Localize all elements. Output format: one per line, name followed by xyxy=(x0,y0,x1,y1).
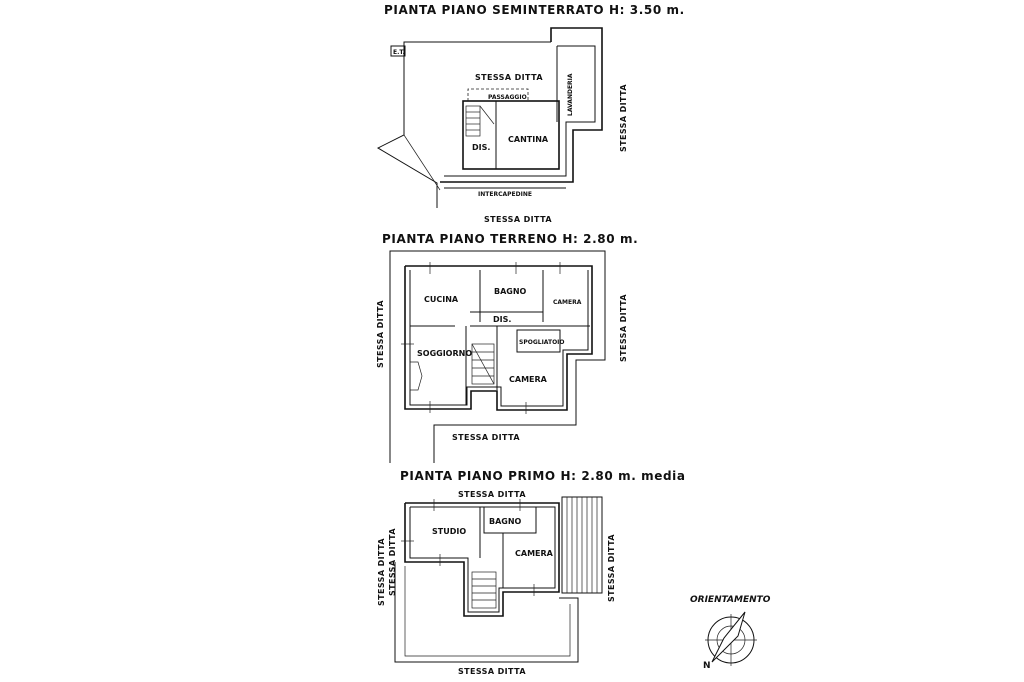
basement-passaggio-label: PASSAGGIO xyxy=(488,94,527,101)
ground-outer-walls xyxy=(404,265,593,411)
ground-soggiorno-label: SOGGIORNO xyxy=(417,349,472,358)
basement-inner-stessa-ditta: STESSA DITTA xyxy=(475,73,543,82)
basement-title: PIANTA PIANO SEMINTERRATO H: 3.50 m. xyxy=(384,3,685,17)
first-title: PIANTA PIANO PRIMO H: 2.80 m. media xyxy=(400,469,686,483)
ground-spogliatoio-box xyxy=(516,329,561,353)
ground-dis-label: DIS. xyxy=(493,315,511,324)
basement-passaggio-dash xyxy=(467,88,529,101)
compass-needle xyxy=(711,611,746,663)
basement-lavanderia-label: LAVANDERIA xyxy=(567,73,574,116)
first-plan: PIANTA PIANO PRIMO H: 2.80 m. media STES… xyxy=(377,469,686,676)
ground-right-side-label: STESSA DITTA xyxy=(619,294,628,362)
ground-camera-small-label: CAMERA xyxy=(553,299,582,306)
basement-plan: PIANTA PIANO SEMINTERRATO H: 3.50 m. E.T… xyxy=(376,3,685,224)
basement-intercapedine-label: INTERCAPEDINE xyxy=(478,191,532,198)
ground-bagno-label: BAGNO xyxy=(494,287,527,296)
ground-left-side-label: STESSA DITTA xyxy=(376,300,385,368)
ground-camera-label: CAMERA xyxy=(509,375,548,384)
ground-spogliatoio-label: SPOGLIATOIO xyxy=(519,339,565,346)
first-bagno-box xyxy=(483,506,537,534)
ground-title: PIANTA PIANO TERRENO H: 2.80 m. xyxy=(382,232,638,246)
first-camera-label: CAMERA xyxy=(515,549,554,558)
basement-bottom-side-label: STESSA DITTA xyxy=(484,215,552,224)
basement-cantina-block xyxy=(462,100,560,170)
compass-north-label: N xyxy=(703,661,711,671)
first-terrace-hatch xyxy=(561,496,603,594)
first-lower-roof xyxy=(394,562,579,663)
first-lower-roof-inner xyxy=(404,566,571,657)
basement-right-side-label: STESSA DITTA xyxy=(619,84,628,152)
orientation-label: ORIENTAMENTO xyxy=(690,595,771,605)
first-left-outer-side-label: STESSA DITTA xyxy=(377,538,386,606)
basement-stair xyxy=(465,105,495,137)
first-inner-walls xyxy=(409,506,556,613)
ground-lot-boundary xyxy=(389,250,606,463)
ground-window-ticks xyxy=(401,262,561,414)
ground-bottom-side-label: STESSA DITTA xyxy=(452,433,520,442)
basement-cantina-label: CANTINA xyxy=(508,135,549,144)
basement-et-box xyxy=(390,45,406,57)
first-bottom-side-label: STESSA DITTA xyxy=(458,667,526,676)
basement-dis-label: DIS. xyxy=(472,143,490,152)
orientation-compass: ORIENTAMENTO N xyxy=(690,595,771,671)
basement-lavanderia-inner xyxy=(444,45,596,177)
first-left-inner-side-label: STESSA DITTA xyxy=(388,528,397,596)
ground-fireplace xyxy=(409,361,423,391)
ground-cucina-label: CUCINA xyxy=(424,295,459,304)
basement-et-label: E.T. xyxy=(393,49,405,56)
basement-diagonal-inner xyxy=(403,134,441,191)
first-right-side-label: STESSA DITTA xyxy=(607,534,616,602)
first-bagno-label: BAGNO xyxy=(489,517,522,526)
ground-stair xyxy=(471,343,495,385)
basement-lot-diagonal xyxy=(376,98,438,208)
basement-lavanderia-walls xyxy=(440,27,603,183)
first-studio-label: STUDIO xyxy=(432,527,466,536)
first-stair xyxy=(471,571,497,609)
first-top-side-label: STESSA DITTA xyxy=(458,490,526,499)
ground-inner-walls xyxy=(409,270,589,407)
first-outer-walls xyxy=(404,502,560,617)
ground-plan: PIANTA PIANO TERRENO H: 2.80 m. SPOGLIAT… xyxy=(376,232,638,463)
first-window-ticks xyxy=(401,499,535,596)
basement-lot-boundary xyxy=(403,41,551,98)
